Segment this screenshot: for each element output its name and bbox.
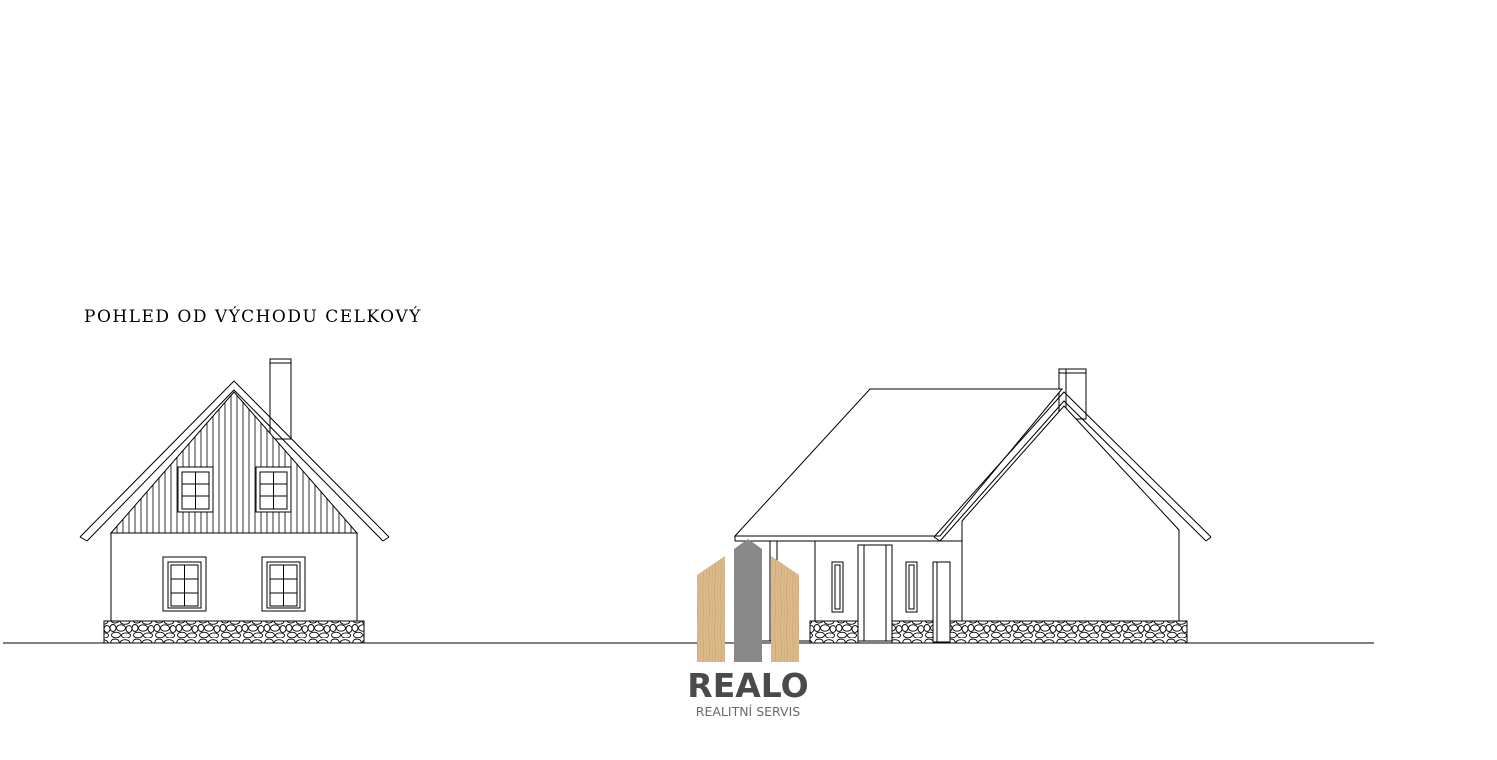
right-foundation-2 [891,620,934,644]
right-hip-roof [733,388,1064,537]
right-gable-roof [933,391,1212,538]
right-house [733,368,1212,644]
left-roof-outer [79,380,390,538]
left-house [79,358,390,644]
attic-window-left [177,466,214,513]
logo-gray-center [734,539,762,662]
drawing-title: POHLED OD VÝCHODU CELKOVÝ [84,306,422,327]
narrow-window-2 [905,561,918,613]
gable-cladding [111,392,357,533]
realo-logo: REALO REALITNÍ SERVIS [687,539,809,719]
attic-window-right [255,466,292,513]
ground-window-left [162,556,207,612]
right-foundation-1 [809,620,859,644]
narrow-window-1 [831,561,844,613]
logo-wood-left [697,556,725,662]
left-foundation [103,620,365,644]
logo-tagline: REALITNÍ SERVIS [696,704,801,719]
ground-window-right [261,556,306,612]
right-foundation-3 [949,620,1188,644]
entrance-door [857,544,893,642]
narrow-window-3 [932,561,951,643]
logo-name: REALO [687,666,808,705]
logo-wood-right [771,556,799,662]
left-chimney [269,358,292,440]
left-wall [110,532,358,622]
